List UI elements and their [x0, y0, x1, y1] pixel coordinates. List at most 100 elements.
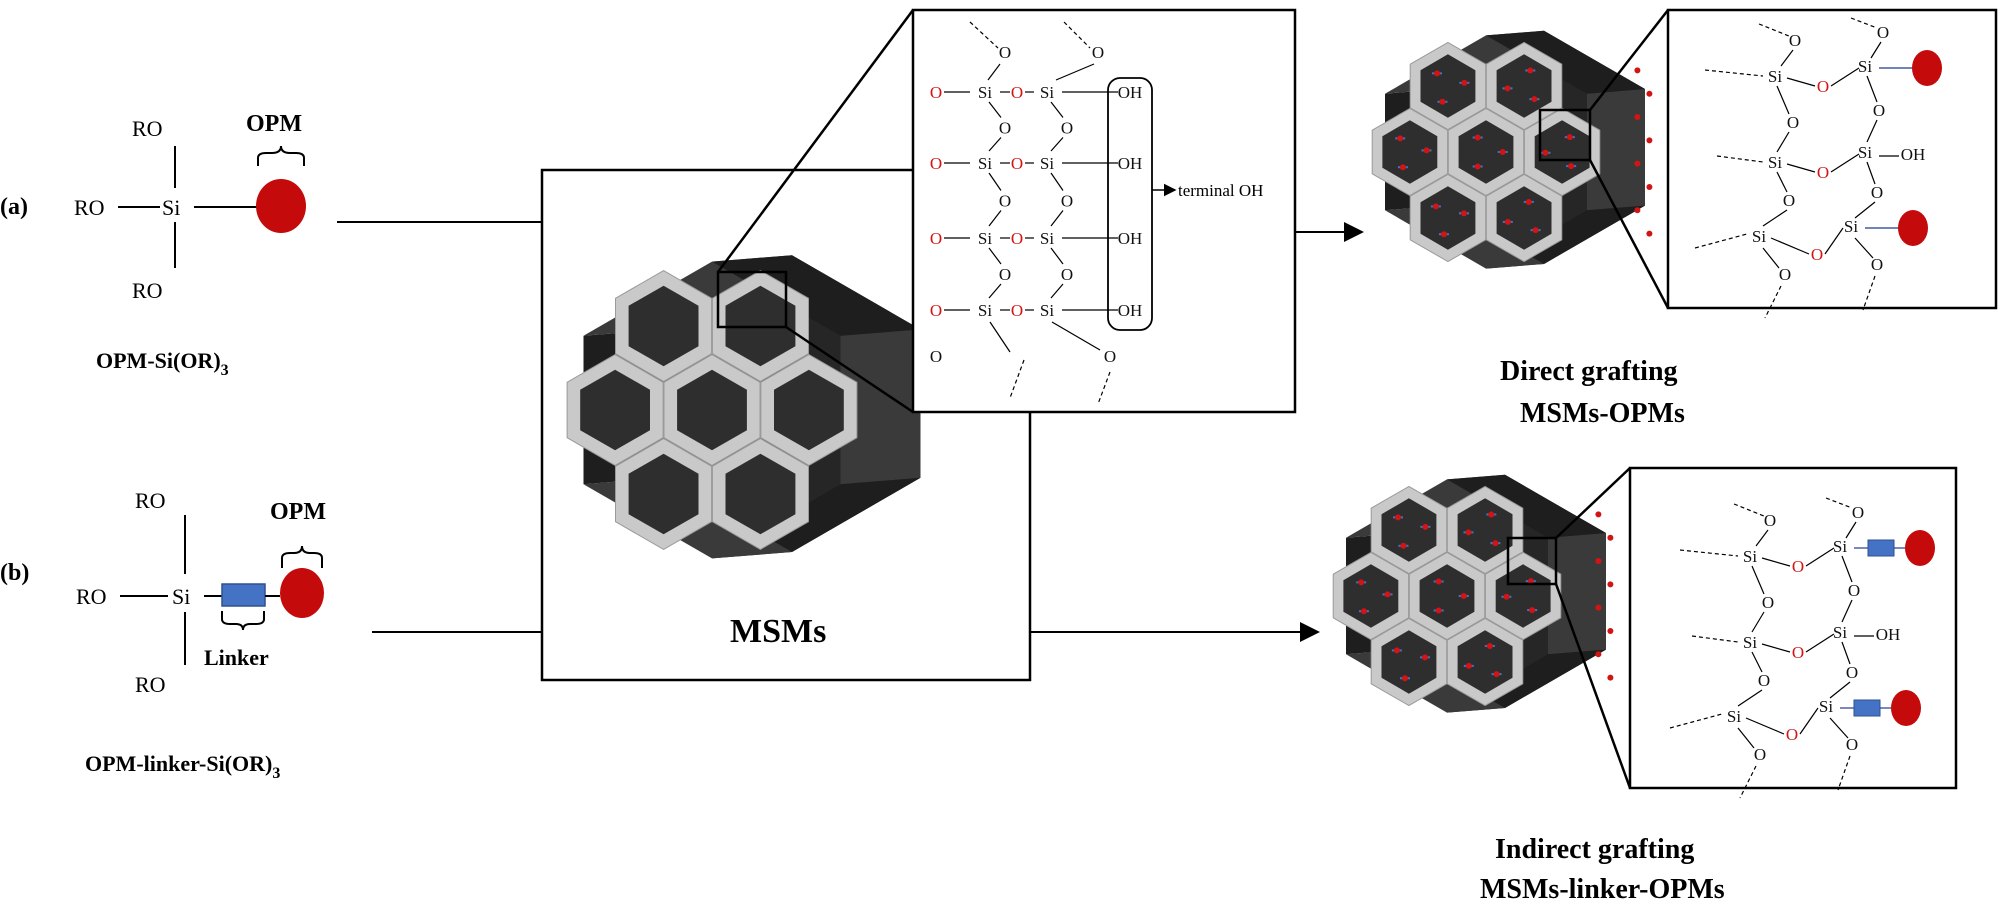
- grafted-o: O: [1787, 113, 1799, 132]
- surface-si-2: Si: [1040, 301, 1054, 320]
- pore-channel: [1420, 54, 1476, 118]
- bond-dashed: [1837, 755, 1851, 791]
- bond: [1776, 85, 1790, 115]
- outer-opm-dot: [1595, 604, 1602, 611]
- outer-opm-dot: [1646, 230, 1653, 237]
- panel-b-si: Si: [172, 584, 190, 609]
- bond: [1776, 171, 1788, 193]
- surface-si-1: Si: [978, 83, 992, 102]
- pore-opm-dot: [1529, 607, 1536, 614]
- grafted-si: Si: [1752, 227, 1766, 246]
- grafted-o-red: O: [1786, 725, 1798, 744]
- surface-oh: OH: [1118, 301, 1143, 320]
- pore-opm-dot: [1531, 96, 1538, 103]
- panel-a-label: (a): [0, 194, 28, 220]
- pore-opm-dot: [1434, 70, 1441, 77]
- panel-b-ro-top: RO: [135, 488, 166, 513]
- surface-o-left: O: [930, 83, 942, 102]
- grafted-o-red: O: [1817, 77, 1829, 96]
- bond: [1776, 131, 1790, 153]
- panel-a-ro-left: RO: [74, 195, 105, 220]
- bond: [1751, 651, 1763, 673]
- surface-oh: OH: [1118, 229, 1143, 248]
- panel-a-opm-circle: [256, 179, 306, 233]
- grafted-si: Si: [1727, 707, 1741, 726]
- bond: [1870, 41, 1882, 59]
- grafted-o: O: [1873, 101, 1885, 120]
- grafted-linker: [1867, 539, 1895, 557]
- bundle-side: [1548, 533, 1606, 655]
- outer-opm-dot: [1634, 114, 1641, 121]
- bond: [1761, 643, 1791, 653]
- pore-opm-dot: [1527, 67, 1534, 74]
- bond: [1050, 247, 1064, 265]
- surface-o-left: O: [930, 154, 942, 173]
- pore-opm-dot: [1435, 578, 1442, 585]
- pore-channel: [628, 285, 699, 367]
- panel-a-formula: OPM-Si(OR): [96, 348, 221, 373]
- panel-a-ro-top: RO: [132, 116, 163, 141]
- surface-o-bridge: O: [1061, 265, 1073, 284]
- bond: [988, 137, 1002, 152]
- outer-opm-dot: [1634, 207, 1641, 214]
- outer-opm-dot: [1595, 558, 1602, 565]
- pore-opm-dot: [1393, 647, 1400, 654]
- outer-opm-dot: [1646, 183, 1653, 190]
- surface-o-mid: O: [1011, 301, 1023, 320]
- bond: [1751, 611, 1765, 633]
- surface-o-bridge: O: [999, 265, 1011, 284]
- bond: [1805, 547, 1835, 567]
- panel-b-formula-sub: 3: [272, 765, 280, 782]
- bond: [1770, 237, 1810, 255]
- grafted-si: Si: [1833, 537, 1847, 556]
- grafted-o: O: [1783, 191, 1795, 210]
- surface-o-mid: O: [1011, 229, 1023, 248]
- bond-dashed: [1704, 69, 1764, 77]
- surface-o-left: O: [930, 229, 942, 248]
- grafted-si: Si: [1743, 547, 1757, 566]
- bond: [1830, 153, 1860, 173]
- bond: [1737, 689, 1763, 707]
- panel-b: (b) RO RO RO Si OPM Linker OPM-linker-Si…: [0, 488, 542, 782]
- outer-opm-dot: [1646, 137, 1653, 144]
- msms-pore-bundle: [566, 255, 921, 559]
- indirect-title-1: Indirect grafting: [1495, 834, 1694, 865]
- bond: [1786, 163, 1816, 173]
- bond: [988, 172, 1002, 191]
- bond: [1751, 565, 1765, 595]
- msms-label: MSMs: [730, 613, 826, 650]
- bond: [1824, 227, 1844, 255]
- pore-opm-dot: [1358, 579, 1365, 586]
- grafted-o: O: [1852, 503, 1864, 522]
- terminal-oh-bracket: [1107, 77, 1153, 331]
- surface-si-1: Si: [978, 154, 992, 173]
- pore-opm-dot: [1532, 227, 1539, 234]
- outer-opm-dot: [1607, 674, 1614, 681]
- bond: [1780, 49, 1794, 67]
- zoom-marker-direct: [1538, 108, 1592, 162]
- grafted-si: Si: [1833, 623, 1847, 642]
- bond: [988, 283, 1002, 299]
- surface-o-mid: O: [1011, 154, 1023, 173]
- panel-b-linker-box: [221, 583, 266, 607]
- grafted-si: Si: [1844, 217, 1858, 236]
- bond-dashed: [1691, 635, 1739, 643]
- pore-opm-dot: [1504, 85, 1511, 92]
- panel-a-formula-sub: 3: [221, 362, 229, 379]
- pore-opm-dot: [1465, 529, 1472, 536]
- surface-o-bottom: O: [1104, 347, 1116, 366]
- bond: [989, 321, 1011, 353]
- bond-dashed: [1733, 503, 1765, 517]
- pore-opm-dot: [1493, 671, 1500, 678]
- grafted-o-red: O: [1792, 643, 1804, 662]
- pore-opm-dot: [1400, 542, 1407, 549]
- pore-opm-dot: [1488, 511, 1495, 518]
- pore-opm-dot: [1542, 149, 1549, 156]
- outer-opm-dot: [1646, 90, 1653, 97]
- pore-channel: [1458, 120, 1514, 184]
- pore-channel: [1534, 120, 1590, 184]
- pore-opm-dot: [1397, 135, 1404, 142]
